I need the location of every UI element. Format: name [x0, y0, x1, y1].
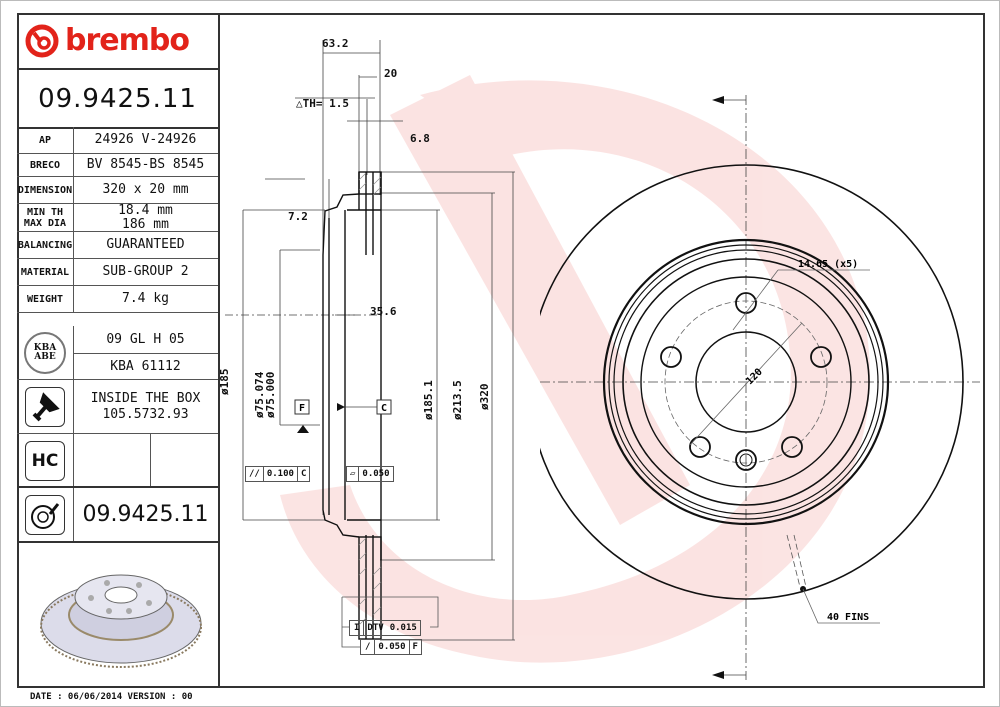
disc-caliper-icon: [25, 495, 65, 535]
spec-label: WEIGHT: [17, 286, 74, 312]
tolerance-leaders: [341, 596, 439, 648]
dim-dia-213-5: ø213.5: [451, 380, 464, 420]
screws-note: INSIDE THE BOX: [90, 390, 201, 406]
spec-label: MATERIAL: [17, 259, 74, 285]
dim-hat-depth: 35.6: [370, 305, 397, 318]
spec-value: SUB-GROUP 2: [102, 264, 189, 280]
screws-part-number: 105.5732.93: [102, 406, 189, 422]
datum-f: F: [299, 403, 305, 414]
pcd-label: 120: [744, 367, 765, 388]
screws-row: INSIDE THE BOX 105.5732.93: [17, 380, 218, 434]
brembo-logo-icon: [25, 24, 59, 57]
spec-label: BALANCING: [17, 232, 74, 258]
dim-vane: 6.8: [410, 132, 430, 145]
hc-badge-icon: HC: [25, 441, 65, 481]
spec-row-balancing: BALANCING GUARANTEED: [17, 232, 218, 259]
dim-overall-height: 63.2: [322, 37, 349, 50]
brembo-watermark-icon: [280, 75, 870, 663]
tolerance-parallelism: // 0.100 C: [245, 466, 311, 482]
tolerance-dtv: I DTV 0.015: [349, 620, 421, 636]
dim-dia-320: ø320: [478, 383, 491, 411]
cert-code: 09 GL H 05: [73, 326, 218, 354]
spec-row-weight: WEIGHT 7.4 kg: [17, 286, 218, 313]
spec-row-material: MATERIAL SUB-GROUP 2: [17, 259, 218, 286]
spec-label: BRECO: [17, 154, 74, 176]
dim-delta-th: △TH= 1.5: [296, 97, 349, 110]
spec-row-ap: AP 24926 V-24926: [17, 127, 218, 154]
fins-label: 40 FINS: [827, 612, 869, 623]
section-view: F C: [225, 40, 515, 641]
spec-value: BV 8545-BS 8545: [86, 157, 205, 173]
certification-row: KBA ABE 09 GL H 05 KBA 61112: [17, 326, 218, 380]
date-version: DATE : 06/06/2014 VERSION : 00: [30, 692, 193, 702]
disc-3d-render: [40, 574, 202, 668]
brand-name: brembo: [65, 23, 190, 58]
spec-label: AP: [17, 127, 74, 153]
hc-row: HC: [17, 434, 218, 488]
spec-label: DIMENSION: [17, 177, 74, 203]
spec-value: 24926 V-24926: [94, 132, 197, 148]
bolt-hole-label: 14.65 (x5): [798, 259, 858, 270]
datum-c: C: [381, 403, 387, 414]
tolerance-flatness: ▱ 0.050: [346, 466, 394, 482]
spec-row-dimension: DIMENSION 320 x 20 mm: [17, 177, 218, 204]
dim-dia-185-1: ø185.1: [422, 380, 435, 420]
tolerance-runout: / 0.050 F: [360, 639, 422, 655]
drawing-frame: [17, 13, 985, 688]
spec-value: 7.4 kg: [122, 291, 169, 307]
spec-value: 320 x 20 mm: [102, 182, 189, 198]
spec-row-breco: BRECO BV 8545-BS 8545: [17, 154, 218, 177]
dim-thickness: 20: [384, 67, 398, 80]
kba-abe-badge-icon: KBA ABE: [24, 331, 66, 374]
screw-icon: [25, 387, 65, 427]
dim-dia-185: ø185: [218, 368, 231, 396]
footer-part-row: 09.9425.11: [17, 488, 218, 543]
spec-row-min-th: MIN TH MAX DIA 18.4 mm 186 mm: [17, 204, 218, 232]
front-view: 120 14.65 (x5) 40 FINS: [540, 95, 980, 680]
dim-center-bore: ø75.074 ø75.000: [253, 371, 277, 418]
dim-hat-wall: 7.2: [288, 210, 308, 223]
kba-number: KBA 61112: [110, 359, 181, 374]
spec-value: GUARANTEED: [106, 237, 185, 253]
part-number: 09.9425.11: [17, 70, 218, 129]
spec-label: MIN TH MAX DIA: [17, 204, 74, 231]
footer-part-number: 09.9425.11: [82, 502, 209, 527]
spec-value: 18.4 mm 186 mm: [118, 202, 173, 232]
brand-logo: brembo: [17, 13, 218, 70]
